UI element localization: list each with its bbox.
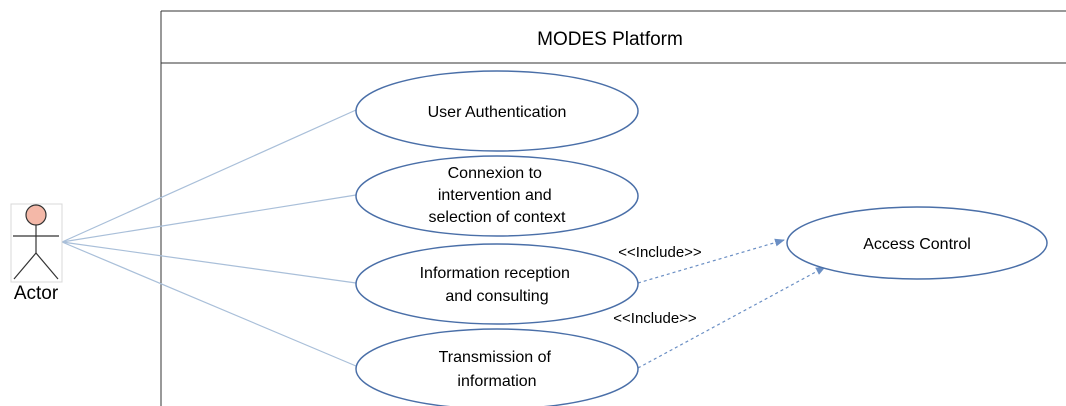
use-case-auth-line-1: User Authentication <box>428 104 567 121</box>
include-arrow-info <box>637 238 785 284</box>
use-case-access-shape <box>786 206 1048 280</box>
actor-head-icon <box>25 204 47 226</box>
use-case-access-line-1: Access Control <box>863 236 971 253</box>
associations <box>61 109 357 367</box>
use-case-auth-shape <box>355 70 639 152</box>
use-case-info-label: Information reception and consulting <box>420 265 575 305</box>
use-case-info: Information reception and consulting <box>355 243 639 325</box>
association-auth <box>61 109 357 243</box>
actor-leg-right <box>35 252 59 280</box>
use-case-access: Access Control <box>786 206 1048 280</box>
use-case-auth: User Authentication <box>355 70 639 152</box>
use-case-connexion-shape <box>355 155 639 237</box>
include-label-info: <<Include>> <box>618 244 702 261</box>
association-connexion <box>61 194 357 243</box>
use-case-trans-label: Transmission of information <box>439 349 556 390</box>
use-case-connexion-label: Connexion to intervention and selection … <box>429 165 567 226</box>
actor-label: Actor <box>14 283 59 304</box>
system-title: MODES Platform <box>537 29 683 50</box>
actor: Actor <box>10 203 63 304</box>
include-label-trans: <<Include>> <box>613 310 697 327</box>
use-case-auth-label: User Authentication <box>428 104 567 121</box>
use-case-info-line-2: and consulting <box>445 288 548 305</box>
use-case-connexion-line-1: Connexion to <box>448 165 542 182</box>
use-case-info-line-1: Information reception <box>420 265 570 282</box>
use-case-trans: Transmission of information <box>355 328 639 406</box>
use-case-connexion: Connexion to intervention and selection … <box>355 155 639 237</box>
actor-leg-left <box>13 252 37 280</box>
use-case-access-label: Access Control <box>863 236 971 253</box>
system-boundary: MODES Platform <box>160 10 1066 406</box>
use-case-connexion-line-2: intervention and <box>438 187 552 204</box>
use-case-trans-line-1: Transmission of <box>439 349 552 366</box>
association-trans <box>61 241 357 367</box>
use-case-info-shape <box>355 243 639 325</box>
use-case-trans-shape <box>355 328 639 406</box>
use-case-connexion-line-3: selection of context <box>429 209 567 226</box>
association-info <box>61 241 357 284</box>
include-relations: <<Include>> <<Include>> <box>613 238 826 369</box>
use-case-trans-line-2: information <box>457 373 536 390</box>
